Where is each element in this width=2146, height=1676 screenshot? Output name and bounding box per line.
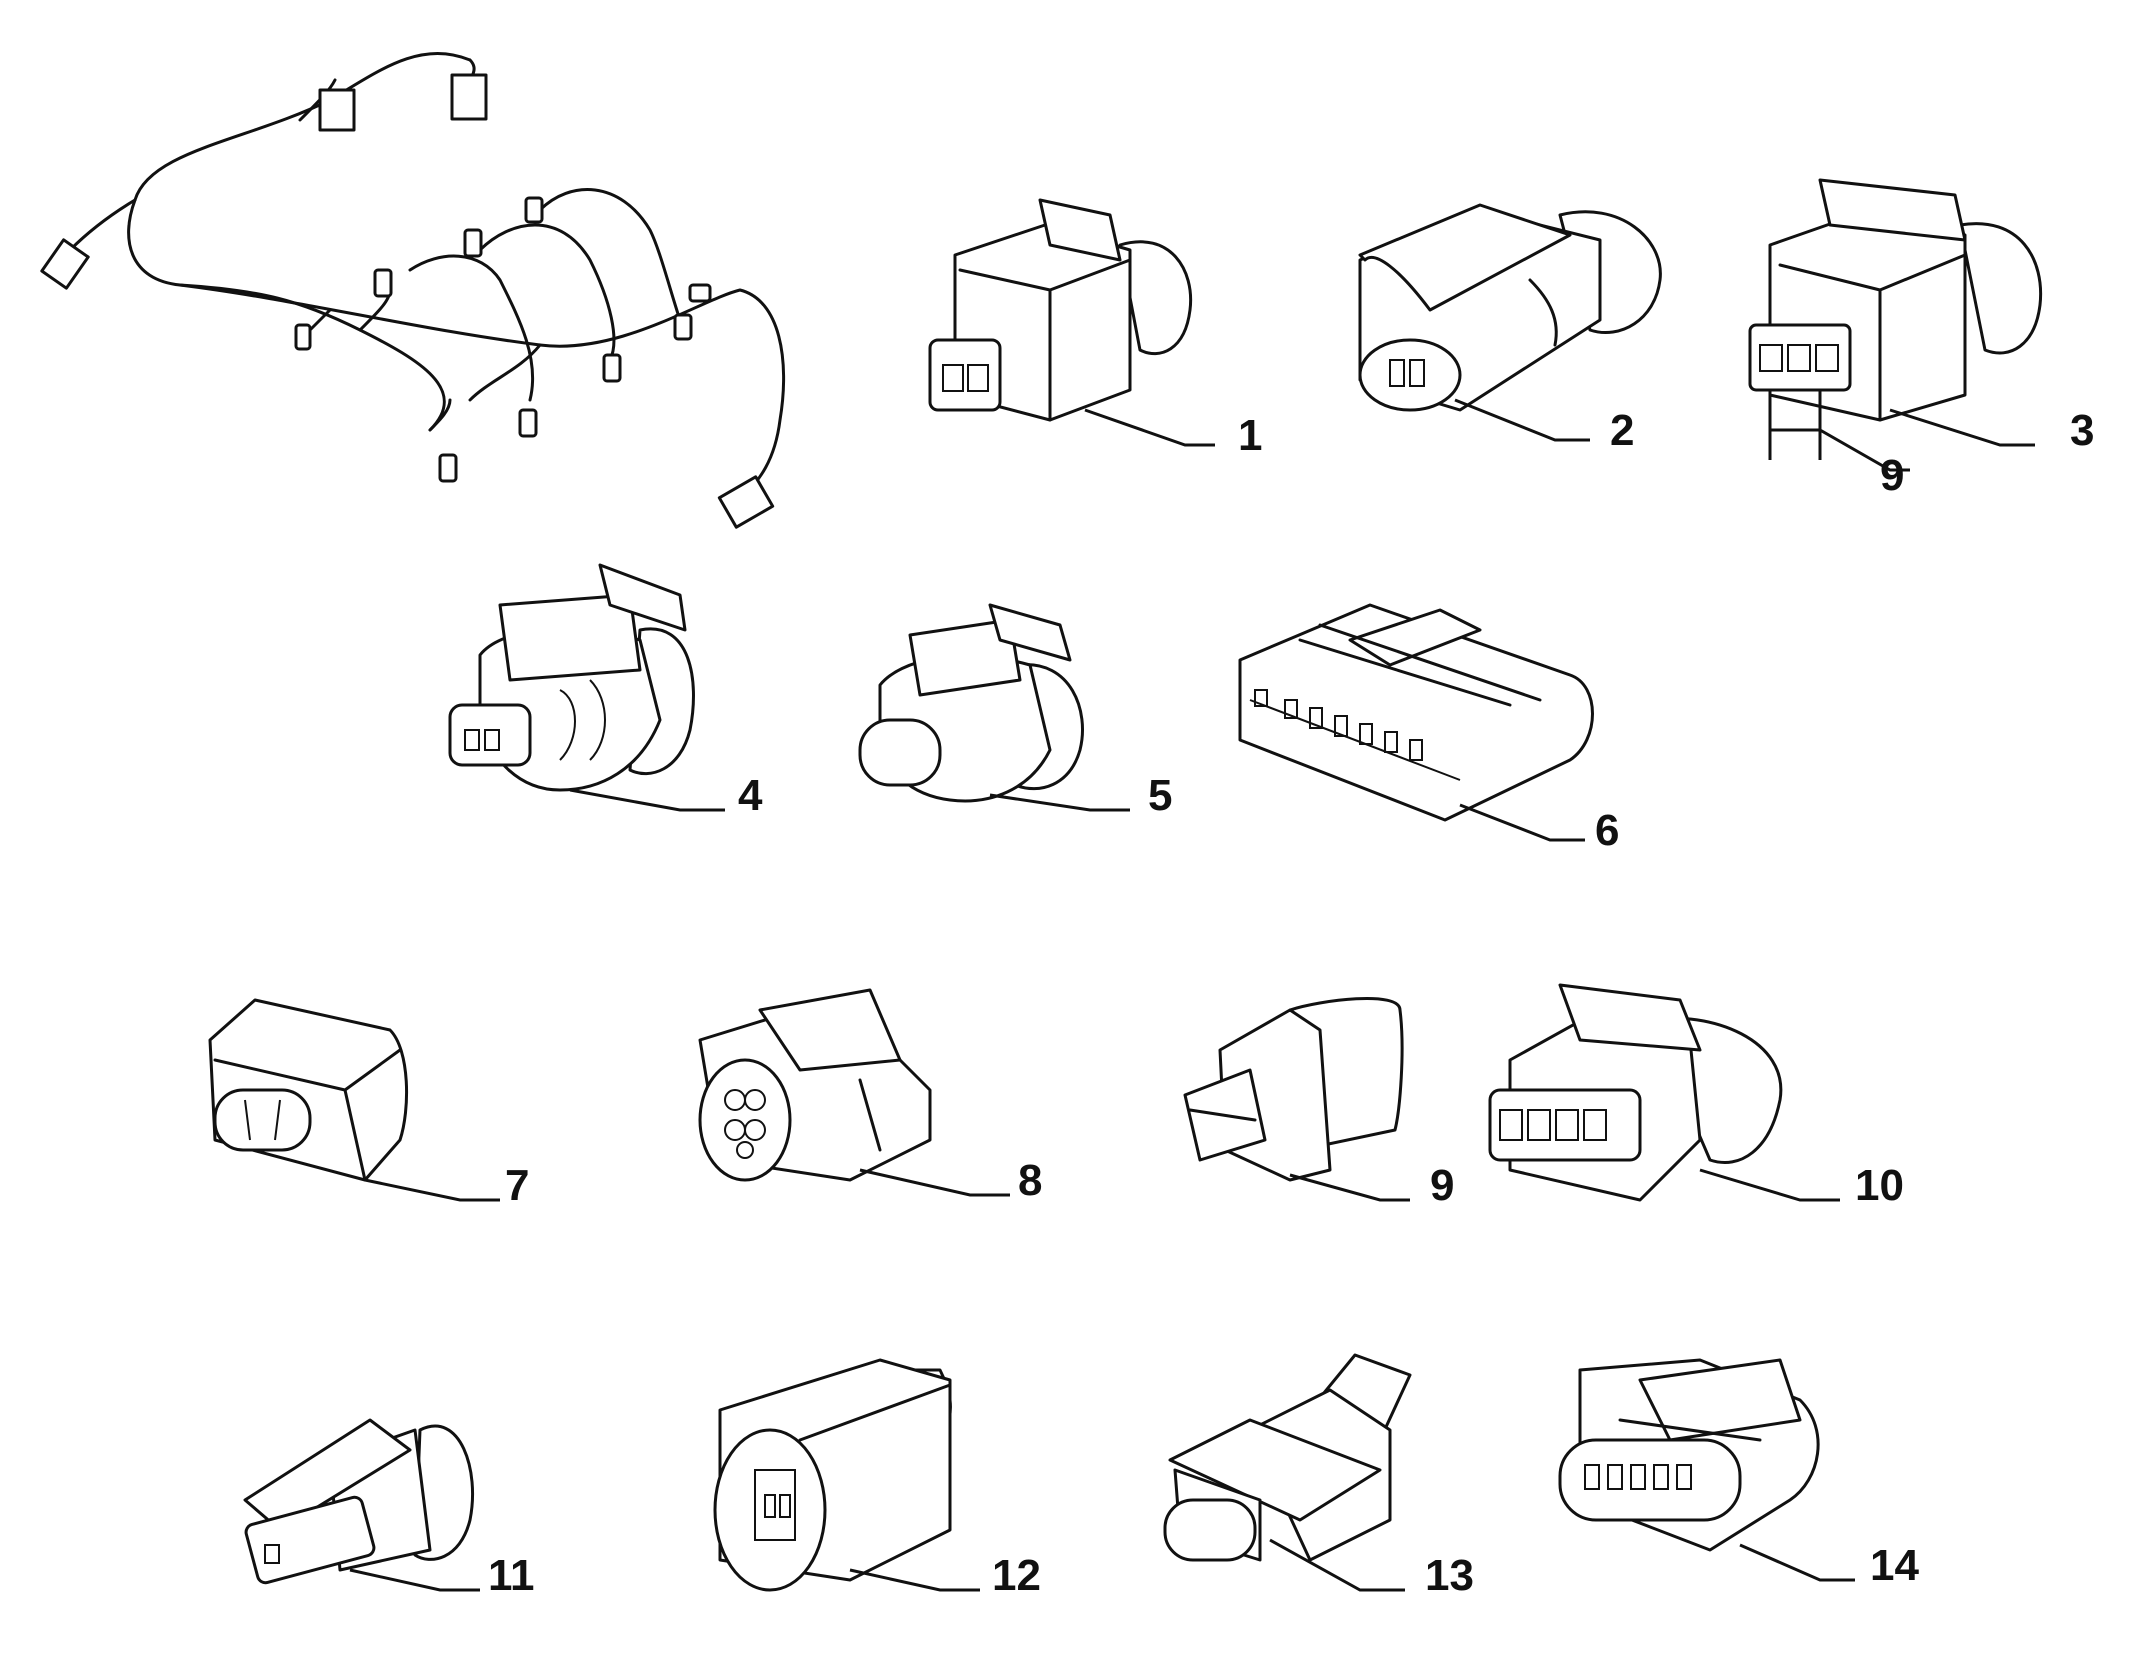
connector-14 (1558, 1358, 1855, 1582)
callout-14: 14 (1870, 1541, 1919, 1590)
connector-1 (928, 198, 1215, 447)
connector-4 (448, 563, 725, 812)
callout-12: 12 (992, 1551, 1041, 1600)
callout-9: 9 (1430, 1161, 1454, 1210)
connector-10 (1488, 983, 1840, 1202)
callout-3: 3 (2070, 406, 2094, 455)
callout-3-dimension: 9 (1880, 451, 1904, 500)
callout-labels: 1 2 3 9 4 5 6 7 8 9 10 11 12 13 14 (488, 406, 2094, 1600)
callout-13: 13 (1425, 1551, 1474, 1600)
connector-11 (243, 1418, 480, 1592)
connector-9 (1183, 996, 1410, 1202)
callout-1: 1 (1238, 411, 1262, 460)
callout-7: 7 (505, 1161, 529, 1210)
connector-3 (1748, 178, 2043, 472)
connector-5 (858, 603, 1130, 812)
callout-2: 2 (1610, 406, 1634, 455)
callout-10: 10 (1855, 1161, 1904, 1210)
connector-13 (1163, 1353, 1412, 1592)
connector-7 (208, 998, 500, 1202)
connector-2 (1358, 203, 1662, 442)
connector-6 (1238, 603, 1594, 842)
callout-5: 5 (1148, 771, 1172, 820)
connector-12 (713, 1358, 980, 1592)
callout-4: 4 (738, 771, 763, 820)
callout-6: 6 (1595, 806, 1619, 855)
wiring-harness (40, 52, 786, 529)
callout-11: 11 (488, 1551, 535, 1600)
callout-8: 8 (1018, 1156, 1042, 1205)
connector-8 (698, 988, 1010, 1197)
